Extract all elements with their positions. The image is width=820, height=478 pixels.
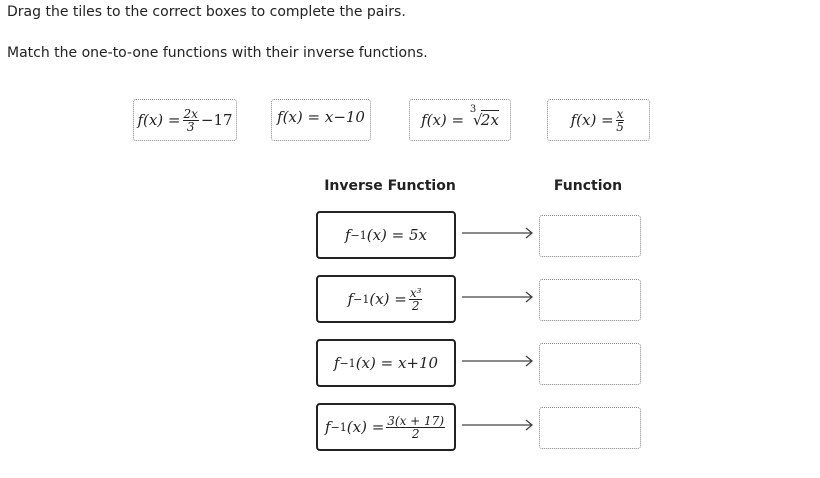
cube-root: 3√2x [469, 104, 499, 129]
inverse-row-4: f−1(x) = 3(x + 17)2 [316, 403, 456, 451]
inv-f: f [333, 354, 340, 372]
inv-arg: (x) = [346, 418, 385, 436]
root-index: 3 [469, 104, 477, 115]
inverse-row-3: f−1(x) = x+10 [316, 339, 456, 387]
arrow-icon [462, 419, 534, 431]
inv-arg: (x) = [366, 226, 405, 244]
inv-expr: x+10 [397, 354, 439, 372]
inv-sup: −1 [350, 228, 367, 242]
inv-f: f [344, 226, 351, 244]
numerator: x [615, 106, 625, 121]
inv-expr: 5x [409, 226, 428, 244]
header-function: Function [553, 178, 623, 194]
inverse-row-1: f−1(x) = 5x [316, 211, 456, 259]
tile-tail: −17 [200, 111, 233, 129]
fraction: 3(x + 17)2 [386, 415, 445, 440]
tile-lhs: f(x) = [137, 111, 181, 129]
drop-target-4[interactable] [539, 407, 641, 449]
inv-sup: −1 [353, 292, 370, 306]
tile-lhs: f(x) = [421, 111, 465, 129]
instruction-match: Match the one-to-one functions with thei… [7, 45, 428, 61]
drop-target-2[interactable] [539, 279, 641, 321]
drop-target-1[interactable] [539, 215, 641, 257]
denominator: 5 [616, 119, 624, 134]
inv-sup: −1 [339, 356, 356, 370]
tile-lhs: f(x) = [570, 111, 614, 129]
inv-sup: −1 [330, 420, 347, 434]
numerator: 2x [182, 106, 199, 121]
inv-arg: (x) = [369, 290, 407, 308]
denominator: 2 [411, 426, 420, 441]
tile-lhs: f(x) = [277, 108, 321, 126]
inv-arg: (x) = [355, 354, 394, 372]
draggable-tile-3[interactable]: f(x) = 3√2x [409, 99, 511, 141]
denominator: 3 [186, 119, 195, 134]
radicand: 2x [480, 110, 499, 129]
instruction-drag: Drag the tiles to the correct boxes to c… [7, 4, 406, 20]
inv-f: f [325, 418, 331, 436]
radical-icon: √ [472, 111, 483, 129]
arrow-icon [462, 227, 534, 239]
arrow-icon [462, 291, 534, 303]
draggable-tile-2[interactable]: f(x) = x−10 [271, 99, 371, 141]
header-inverse-function: Inverse Function [324, 178, 456, 194]
drop-target-3[interactable] [539, 343, 641, 385]
numerator: 3(x + 17) [386, 413, 445, 428]
tile-expr: x−10 [324, 108, 365, 126]
numerator: x³ [408, 285, 423, 300]
denominator: 2 [411, 298, 420, 313]
inv-f: f [347, 290, 354, 308]
arrow-icon [462, 355, 534, 367]
